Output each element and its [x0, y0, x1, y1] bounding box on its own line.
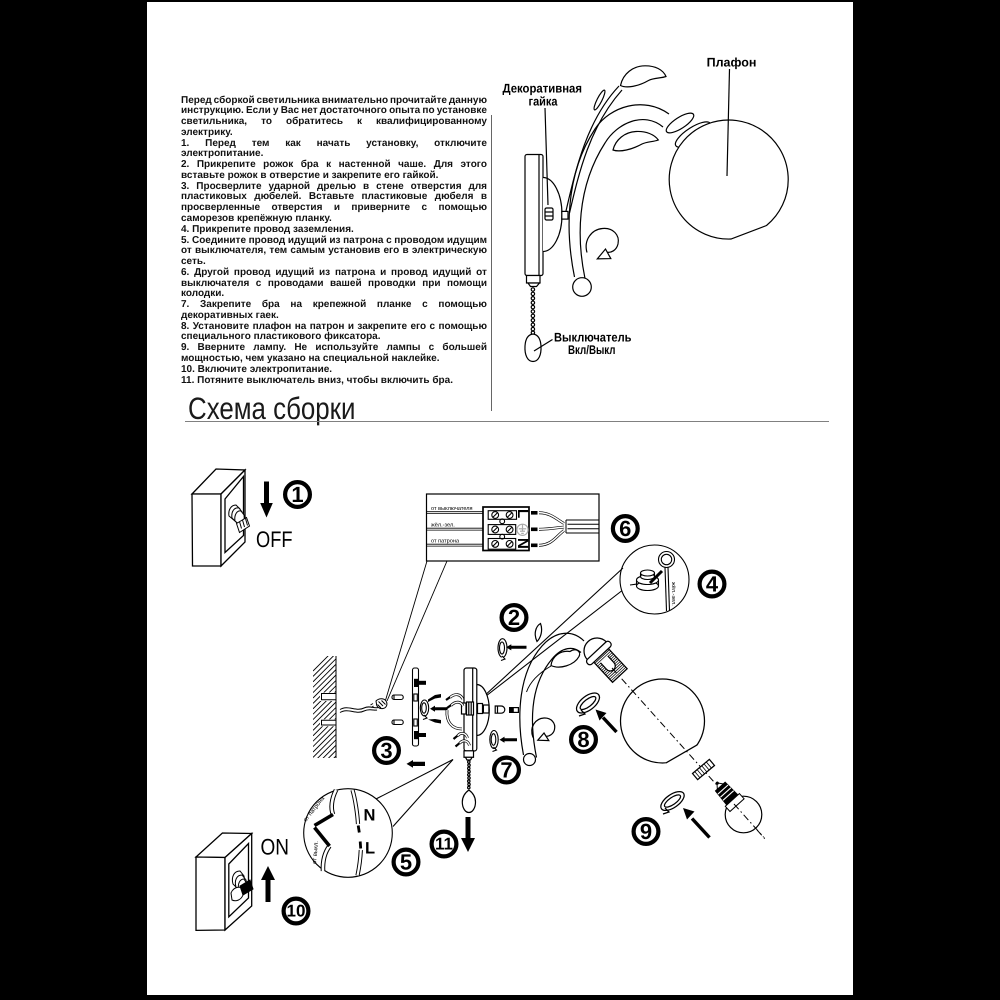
svg-text:6: 6	[619, 516, 631, 541]
svg-text:10: 10	[287, 902, 306, 921]
svg-text:гайка: гайка	[529, 95, 559, 109]
svg-text:2: 2	[508, 605, 520, 630]
svg-text:9: 9	[640, 819, 652, 844]
svg-text:3: 3	[380, 738, 392, 763]
svg-text:5: 5	[400, 850, 412, 875]
svg-text:Вкл/Выкл: Вкл/Выкл	[568, 343, 616, 357]
svg-text:ON: ON	[261, 835, 290, 860]
svg-text:N: N	[364, 807, 376, 825]
svg-text:жёл.-зел.: жёл.-зел.	[670, 582, 676, 606]
svg-text:8: 8	[577, 727, 589, 752]
svg-text:7: 7	[500, 758, 512, 783]
svg-text:от выключателя: от выключателя	[431, 506, 473, 512]
svg-text:Плафон: Плафон	[707, 56, 757, 70]
svg-text:N: N	[514, 538, 531, 549]
svg-text:11: 11	[435, 835, 453, 854]
svg-text:от выкл.: от выкл.	[312, 840, 320, 864]
svg-text:L: L	[365, 840, 375, 858]
svg-text:L: L	[514, 509, 531, 518]
svg-text:Декоративная: Декоративная	[503, 82, 583, 96]
svg-text:OFF: OFF	[256, 527, 293, 552]
svg-text:жёл.-зел.: жёл.-зел.	[431, 523, 455, 529]
svg-text:Выключатель: Выключатель	[554, 331, 632, 345]
svg-text:4: 4	[706, 572, 719, 597]
svg-text:1: 1	[291, 482, 303, 507]
svg-text:от патрона: от патрона	[431, 539, 460, 545]
